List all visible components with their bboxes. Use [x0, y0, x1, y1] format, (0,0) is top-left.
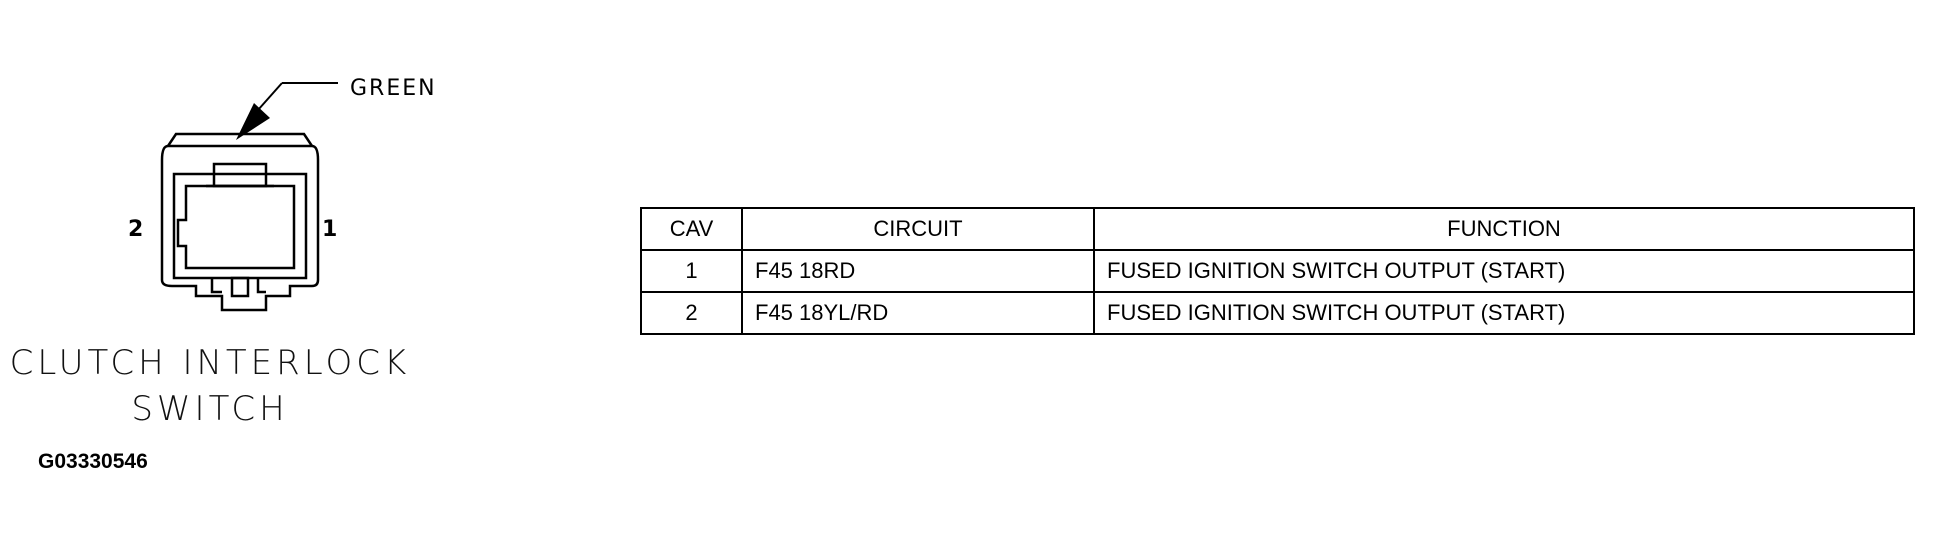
pinout-table: CAV CIRCUIT FUNCTION 1 F45 18RD FUSED IG… — [640, 207, 1915, 335]
color-callout-leader — [257, 82, 338, 111]
header-function: FUNCTION — [1093, 207, 1915, 251]
cell-circuit: F45 18YL/RD — [741, 291, 1095, 335]
component-title-line2: SWITCH — [131, 389, 289, 429]
cell-circuit: F45 18RD — [741, 249, 1095, 293]
figure-id: G03330546 — [38, 450, 148, 473]
cell-function: FUSED IGNITION SWITCH OUTPUT (START) — [1093, 249, 1915, 293]
connector-body — [160, 132, 320, 312]
cell-function: FUSED IGNITION SWITCH OUTPUT (START) — [1093, 291, 1915, 335]
pin-label-right: 1 — [322, 217, 337, 242]
header-cav: CAV — [640, 207, 743, 251]
table-row: 1 F45 18RD FUSED IGNITION SWITCH OUTPUT … — [640, 249, 1915, 293]
table-header-row: CAV CIRCUIT FUNCTION — [640, 207, 1915, 251]
cell-cav: 2 — [640, 291, 743, 335]
header-circuit: CIRCUIT — [741, 207, 1095, 251]
cell-cav: 1 — [640, 249, 743, 293]
table-row: 2 F45 18YL/RD FUSED IGNITION SWITCH OUTP… — [640, 291, 1915, 335]
pin-label-left: 2 — [128, 217, 143, 242]
component-title-line1: CLUTCH INTERLOCK — [9, 343, 411, 383]
connector-color-label: GREEN — [350, 76, 437, 101]
connector-diagram: GREEN 2 1 — [128, 76, 437, 312]
callout-arrowhead-icon — [236, 103, 270, 140]
